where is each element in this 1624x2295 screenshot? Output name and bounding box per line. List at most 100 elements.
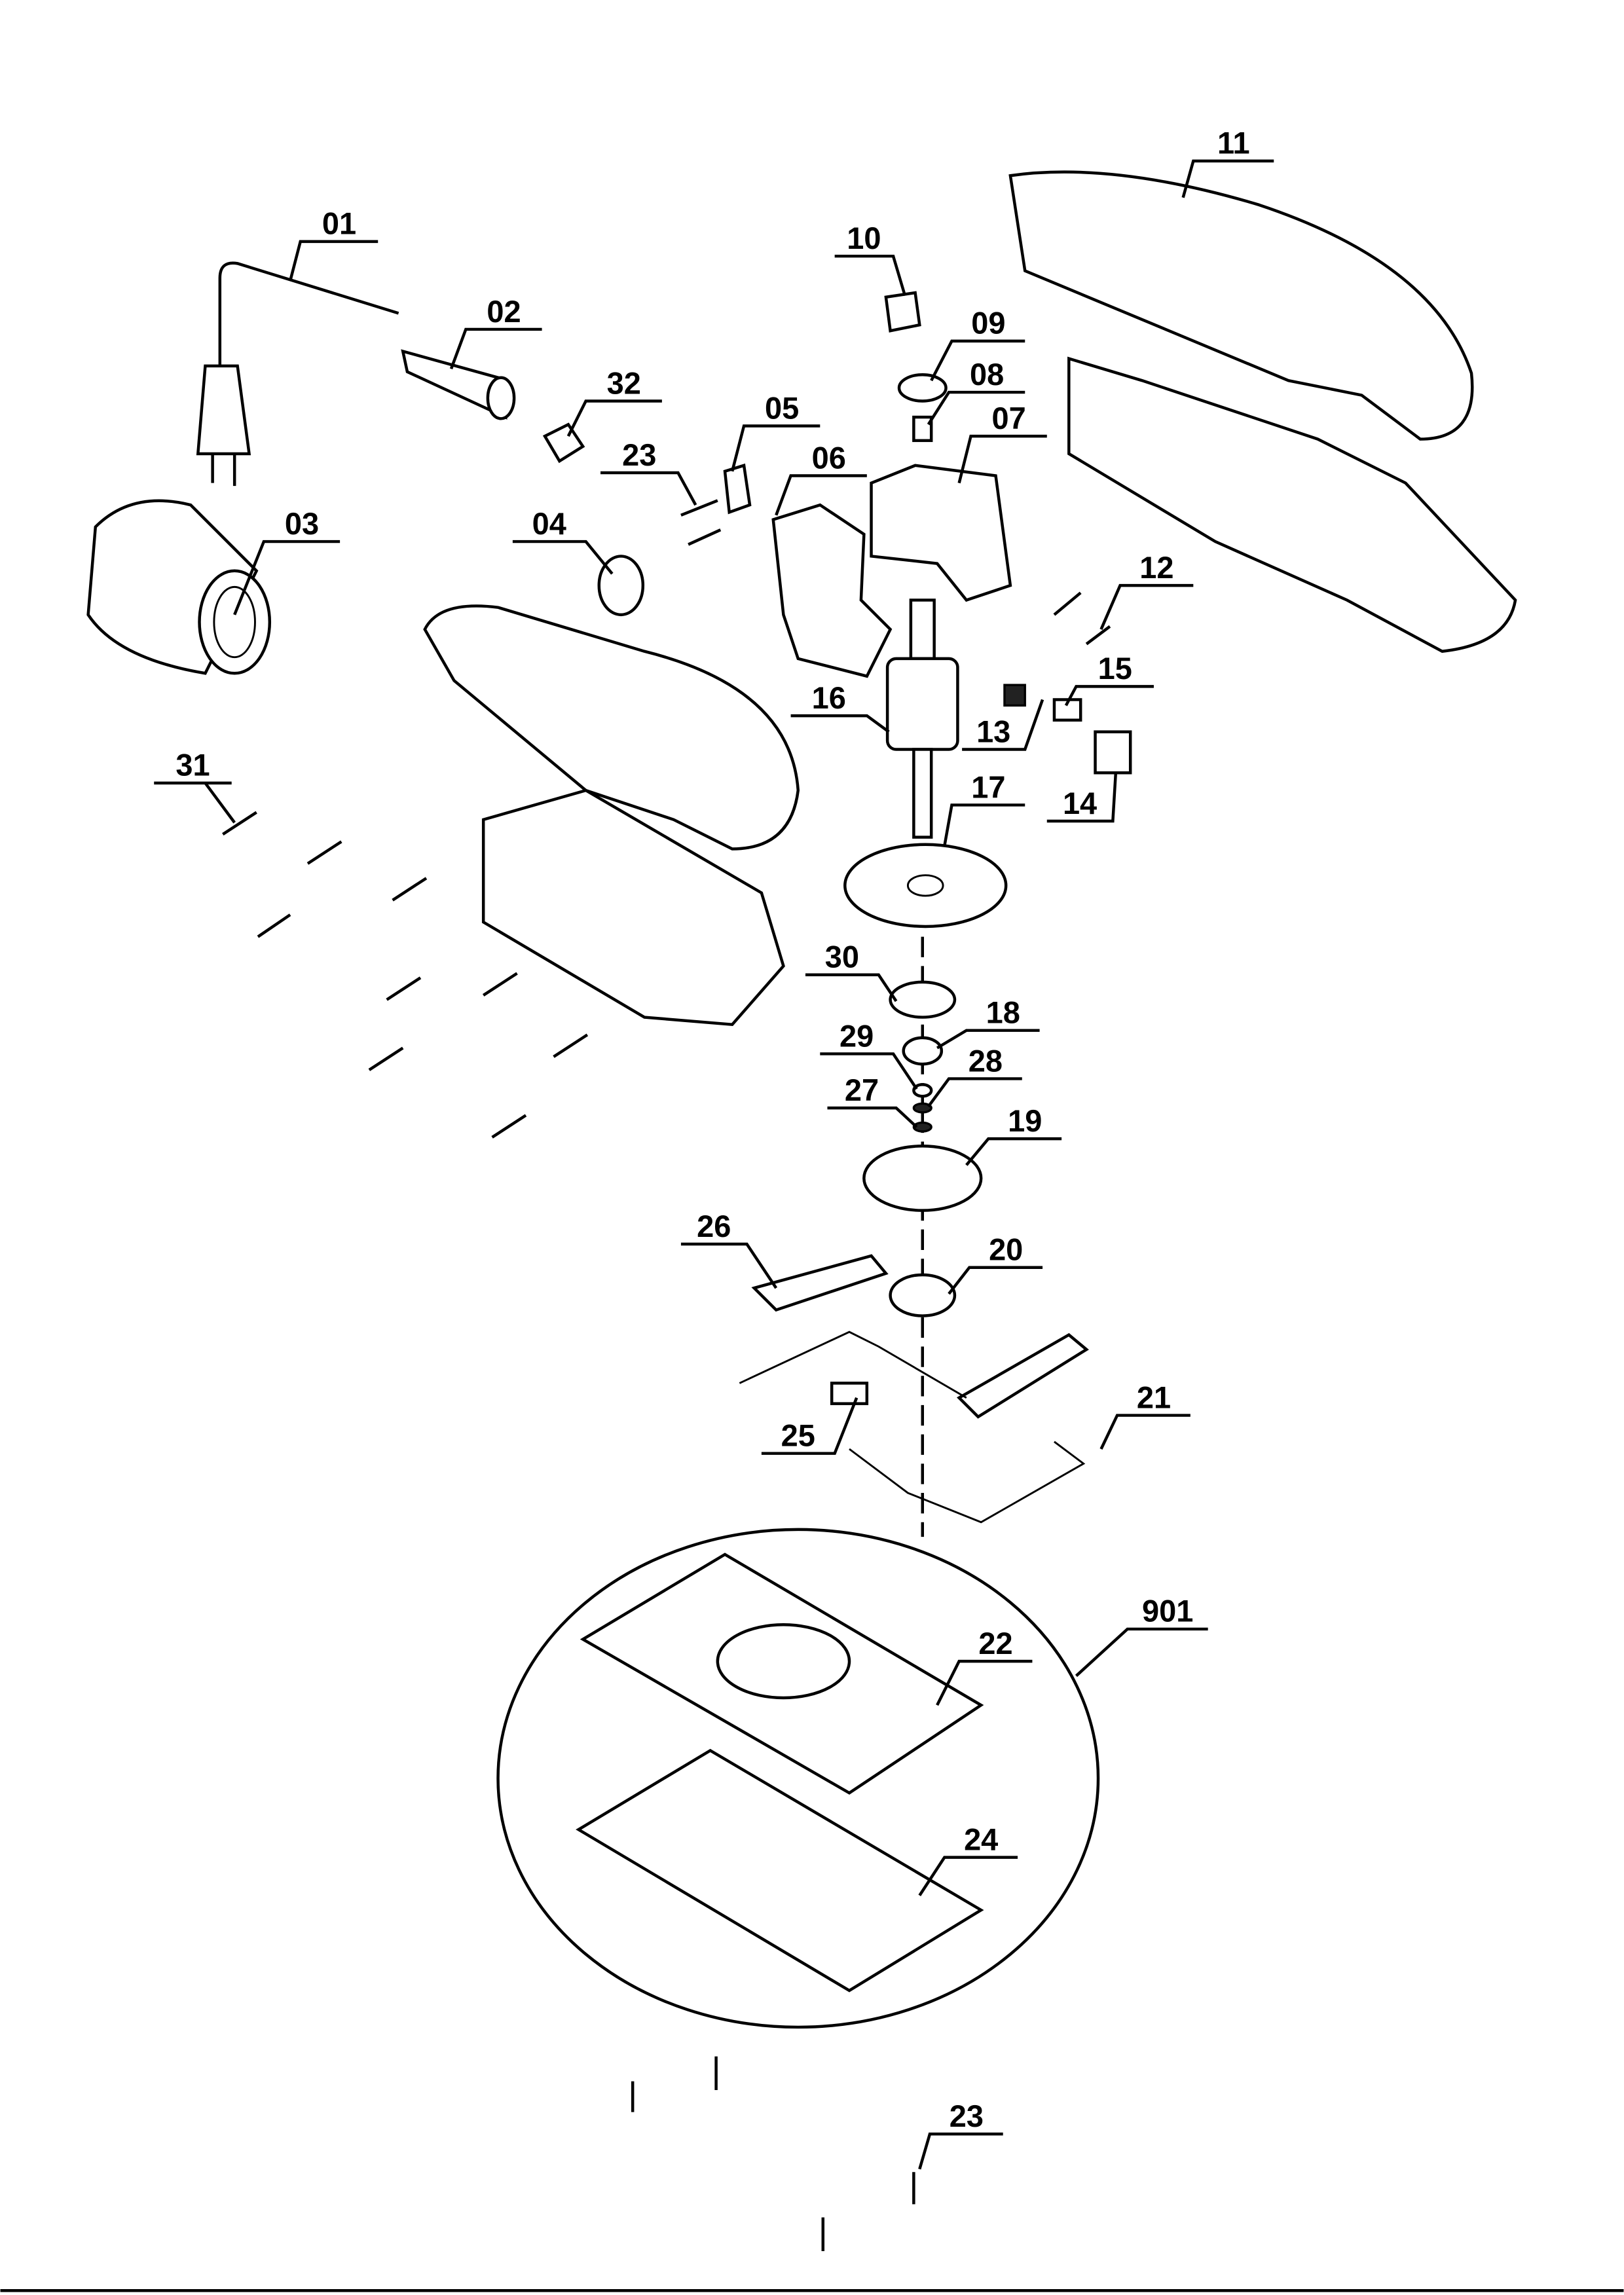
callout-11: 11 [1181, 126, 1274, 198]
part-carbon-brush [1003, 684, 1026, 707]
callout-02: 02 [449, 295, 542, 370]
leader-line [965, 1137, 1062, 1166]
part-number-label: 17 [971, 770, 1005, 804]
part-base-hub [716, 1623, 851, 1700]
part-number-label: 01 [322, 207, 356, 241]
part-brush-holder [870, 464, 1012, 602]
callout-13: 13 [962, 699, 1044, 751]
part-number-label: 09 [971, 306, 1005, 340]
part-screws-23-bottom [631, 2056, 915, 2251]
leader-line [936, 1029, 1040, 1050]
leader-line [927, 1077, 1022, 1108]
callout-21: 21 [1099, 1380, 1190, 1450]
callout-31: 31 [154, 748, 236, 824]
part-wire-spring [739, 1331, 967, 1399]
leader-line [827, 1106, 918, 1128]
part-assembled-sander [423, 604, 800, 1027]
leader-line [918, 1856, 1018, 1896]
leader-line [761, 1397, 858, 1455]
part-number-label: 30 [825, 940, 859, 974]
callout-18: 18 [936, 995, 1040, 1050]
callout-14: 14 [1046, 773, 1118, 823]
callout-28: 28 [927, 1044, 1022, 1108]
leader-line [1099, 1414, 1190, 1450]
part-switch [771, 503, 893, 678]
part-27 [912, 1121, 932, 1133]
part-number-label: 07 [992, 401, 1026, 435]
part-number-label: 29 [840, 1019, 874, 1053]
part-number-label: 12 [1139, 551, 1173, 585]
part-number-label: 18 [986, 995, 1020, 1029]
callout-03: 03 [233, 507, 341, 615]
part-12a [1053, 591, 1082, 616]
part-number-label: 16 [812, 681, 846, 715]
part-21 [849, 1441, 1086, 1524]
leader-line [1099, 583, 1194, 631]
part-number-label: 14 [1063, 786, 1097, 820]
part-15 [1052, 698, 1082, 722]
leader-line [775, 474, 867, 516]
leader-line [927, 390, 1025, 426]
part-12b [1085, 625, 1111, 646]
leader-line [957, 434, 1047, 484]
leader-line [936, 1659, 1033, 1706]
part-14 [1094, 730, 1132, 775]
callout-09: 09 [930, 306, 1025, 382]
leader-line [805, 973, 898, 1002]
part-sanding-pad [576, 1748, 984, 1992]
part-cord-sleeve-end [486, 376, 516, 420]
part-screws-31 [222, 811, 589, 1139]
part-labels: 0102033205230406100908071112161513141731… [154, 126, 1274, 2170]
callout-25: 25 [761, 1397, 858, 1455]
part-09 [897, 373, 948, 403]
callout-30: 30 [805, 940, 898, 1002]
callout-24: 24 [918, 1822, 1018, 1896]
callout-20: 20 [948, 1233, 1043, 1295]
part-dust-box [86, 499, 272, 675]
part-number-label: 28 [969, 1044, 1003, 1078]
part-20 [889, 1273, 957, 1317]
part-32 [542, 422, 585, 464]
part-number-label: 13 [976, 714, 1010, 748]
part-fan [843, 843, 1008, 928]
part-number-label: 04 [532, 507, 566, 541]
part-number-label: 31 [175, 748, 210, 782]
callout-08: 08 [927, 358, 1025, 426]
part-number-label: 20 [989, 1233, 1023, 1267]
callout-16: 16 [790, 681, 890, 733]
part-28 [912, 1102, 932, 1114]
callout-12: 12 [1099, 551, 1194, 631]
part-cable-clamp [723, 463, 752, 515]
leader-line [918, 2132, 1003, 2170]
part-number-label: 901 [1142, 1594, 1193, 1628]
part-number-label: 10 [847, 221, 881, 255]
leader-line [288, 240, 378, 282]
leader-line [449, 327, 542, 370]
part-number-label: 11 [1217, 126, 1250, 160]
part-number-label: 19 [1008, 1104, 1042, 1138]
leader-line [943, 803, 1025, 847]
part-number-label: 23 [950, 2099, 984, 2133]
leader-line [600, 471, 697, 506]
callout-10: 10 [834, 221, 907, 297]
callout-07: 07 [957, 401, 1047, 484]
part-number-label: 27 [845, 1073, 879, 1107]
part-29 [912, 1083, 933, 1098]
part-armature [885, 598, 959, 839]
leader-line [512, 540, 614, 575]
part-08 [912, 415, 933, 443]
callout-23: 23 [918, 2099, 1003, 2170]
callout-26: 26 [680, 1209, 778, 1289]
part-bearing [902, 1036, 944, 1066]
callout-17: 17 [943, 770, 1025, 847]
leader-line [948, 1266, 1043, 1295]
part-number-label: 08 [970, 358, 1004, 392]
part-counterweight [862, 1145, 983, 1212]
leader-line [962, 699, 1044, 751]
leader-line [154, 781, 236, 824]
part-number-label: 24 [964, 1822, 998, 1856]
callout-23: 23 [600, 438, 697, 506]
callout-32: 32 [566, 366, 662, 437]
leader-line [790, 714, 890, 733]
callout-04: 04 [512, 507, 614, 575]
